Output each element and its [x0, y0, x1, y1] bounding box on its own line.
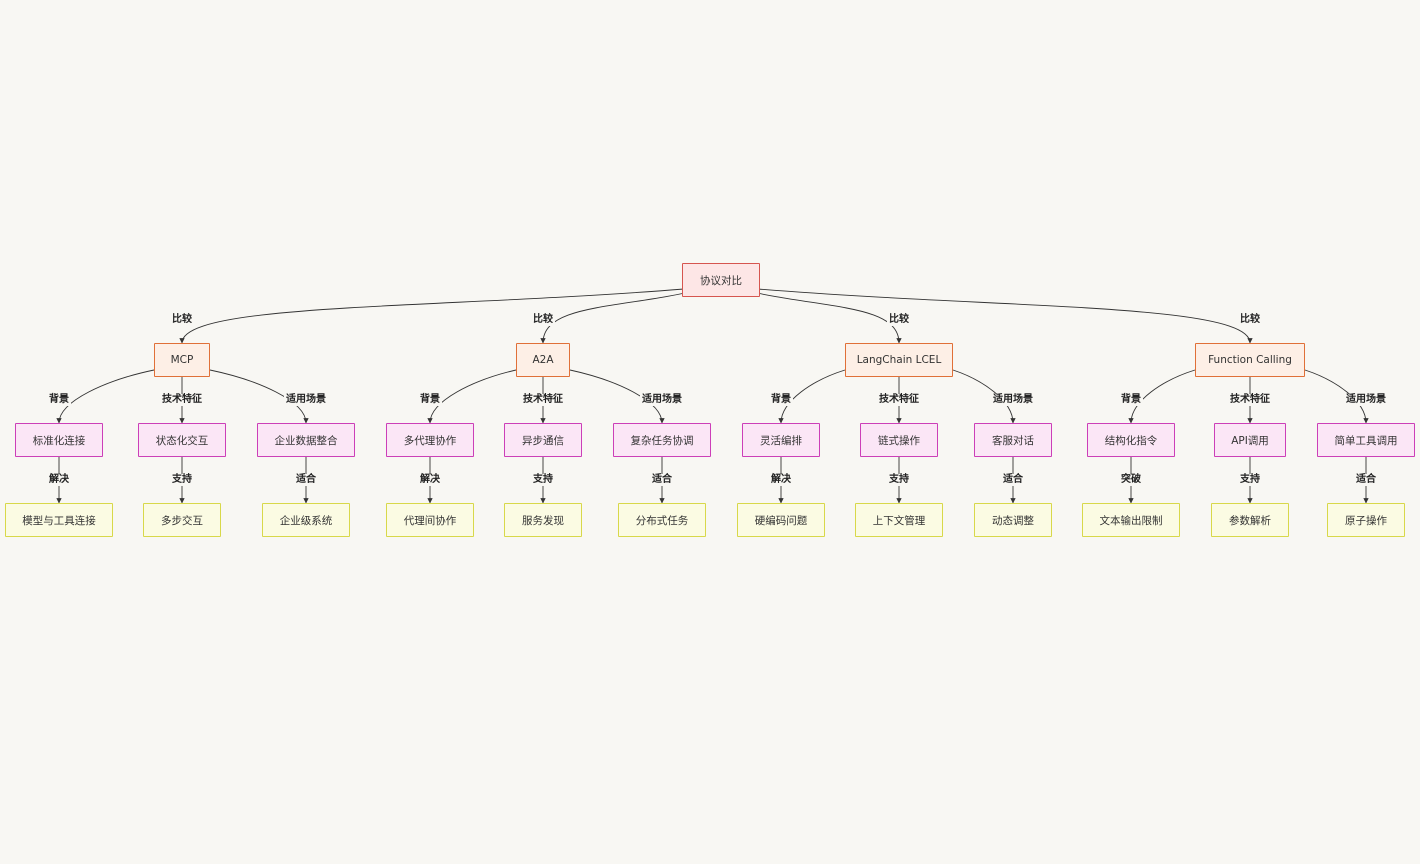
feature-node-1-0: 多代理协作 — [386, 423, 474, 457]
leaf-node-2-1: 上下文管理 — [855, 503, 943, 537]
root-node: 协议对比 — [682, 263, 760, 297]
protocol-node-3: Function Calling — [1195, 343, 1305, 377]
edge-label-compare-0: 比较 — [170, 314, 194, 326]
leaf-node-1-1: 服务发现 — [504, 503, 582, 537]
feature-node-0-2: 企业数据整合 — [257, 423, 355, 457]
edge-protocol-0-to-feature-2 — [209, 369, 309, 424]
edge-protocol-2-to-feature-2 — [952, 369, 1016, 424]
feature-node-3-0: 结构化指令 — [1087, 423, 1175, 457]
edge-root-to-protocol-1 — [540, 288, 703, 344]
edge-label-leaf-1-0: 解决 — [418, 474, 442, 486]
leaf-node-0-1: 多步交互 — [143, 503, 221, 537]
edge-label-leaf-0-2: 适合 — [294, 474, 318, 486]
edge-label-leaf-1-1: 支持 — [531, 474, 555, 486]
edge-label-leaf-2-1: 支持 — [887, 474, 911, 486]
edge-protocol-3-to-feature-0 — [1128, 369, 1196, 424]
feature-node-3-1: API调用 — [1214, 423, 1286, 457]
leaf-node-3-2: 原子操作 — [1327, 503, 1405, 537]
edge-label-leaf-3-0: 突破 — [1119, 474, 1143, 486]
edge-label-3-1: 技术特征 — [1228, 394, 1272, 406]
edge-root-to-protocol-0 — [179, 288, 685, 344]
leaf-node-2-2: 动态调整 — [974, 503, 1052, 537]
edge-label-0-1: 技术特征 — [160, 394, 204, 406]
edge-label-compare-3: 比较 — [1238, 314, 1262, 326]
leaf-node-3-0: 文本输出限制 — [1082, 503, 1180, 537]
protocol-node-0: MCP — [154, 343, 210, 377]
protocol-node-1: A2A — [516, 343, 570, 377]
leaf-node-2-0: 硬编码问题 — [737, 503, 825, 537]
edge-root-to-protocol-2 — [739, 288, 902, 344]
leaf-node-1-2: 分布式任务 — [618, 503, 706, 537]
edge-label-2-1: 技术特征 — [877, 394, 921, 406]
leaf-node-1-0: 代理间协作 — [386, 503, 474, 537]
edge-label-2-2: 适用场景 — [991, 394, 1035, 406]
edge-label-1-2: 适用场景 — [640, 394, 684, 406]
feature-node-1-1: 异步通信 — [504, 423, 582, 457]
edge-label-leaf-1-2: 适合 — [650, 474, 674, 486]
edge-label-0-0: 背景 — [47, 394, 71, 406]
feature-node-2-0: 灵活编排 — [742, 423, 820, 457]
edge-label-leaf-0-0: 解决 — [47, 474, 71, 486]
edge-protocol-1-to-feature-2 — [569, 369, 665, 424]
edge-label-leaf-2-2: 适合 — [1001, 474, 1025, 486]
feature-node-2-2: 客服对话 — [974, 423, 1052, 457]
edge-protocol-0-to-feature-0 — [56, 369, 155, 424]
edge-label-1-0: 背景 — [418, 394, 442, 406]
edge-protocol-2-to-feature-0 — [778, 369, 846, 424]
leaf-node-0-0: 模型与工具连接 — [5, 503, 113, 537]
feature-node-0-0: 标准化连接 — [15, 423, 103, 457]
edge-protocol-3-to-feature-2 — [1304, 369, 1369, 424]
leaf-node-0-2: 企业级系统 — [262, 503, 350, 537]
edge-label-leaf-3-2: 适合 — [1354, 474, 1378, 486]
edge-label-compare-2: 比较 — [887, 314, 911, 326]
edge-label-3-0: 背景 — [1119, 394, 1143, 406]
edge-protocol-1-to-feature-0 — [427, 369, 517, 424]
feature-node-0-1: 状态化交互 — [138, 423, 226, 457]
feature-node-1-2: 复杂任务协调 — [613, 423, 711, 457]
edge-label-1-1: 技术特征 — [521, 394, 565, 406]
edge-label-leaf-3-1: 支持 — [1238, 474, 1262, 486]
edge-label-leaf-0-1: 支持 — [170, 474, 194, 486]
edge-label-0-2: 适用场景 — [284, 394, 328, 406]
edge-label-leaf-2-0: 解决 — [769, 474, 793, 486]
edge-label-3-2: 适用场景 — [1344, 394, 1388, 406]
edge-root-to-protocol-3 — [757, 288, 1253, 344]
feature-node-2-1: 链式操作 — [860, 423, 938, 457]
leaf-node-3-1: 参数解析 — [1211, 503, 1289, 537]
feature-node-3-2: 简单工具调用 — [1317, 423, 1415, 457]
edge-label-2-0: 背景 — [769, 394, 793, 406]
edge-label-compare-1: 比较 — [531, 314, 555, 326]
protocol-node-2: LangChain LCEL — [845, 343, 953, 377]
